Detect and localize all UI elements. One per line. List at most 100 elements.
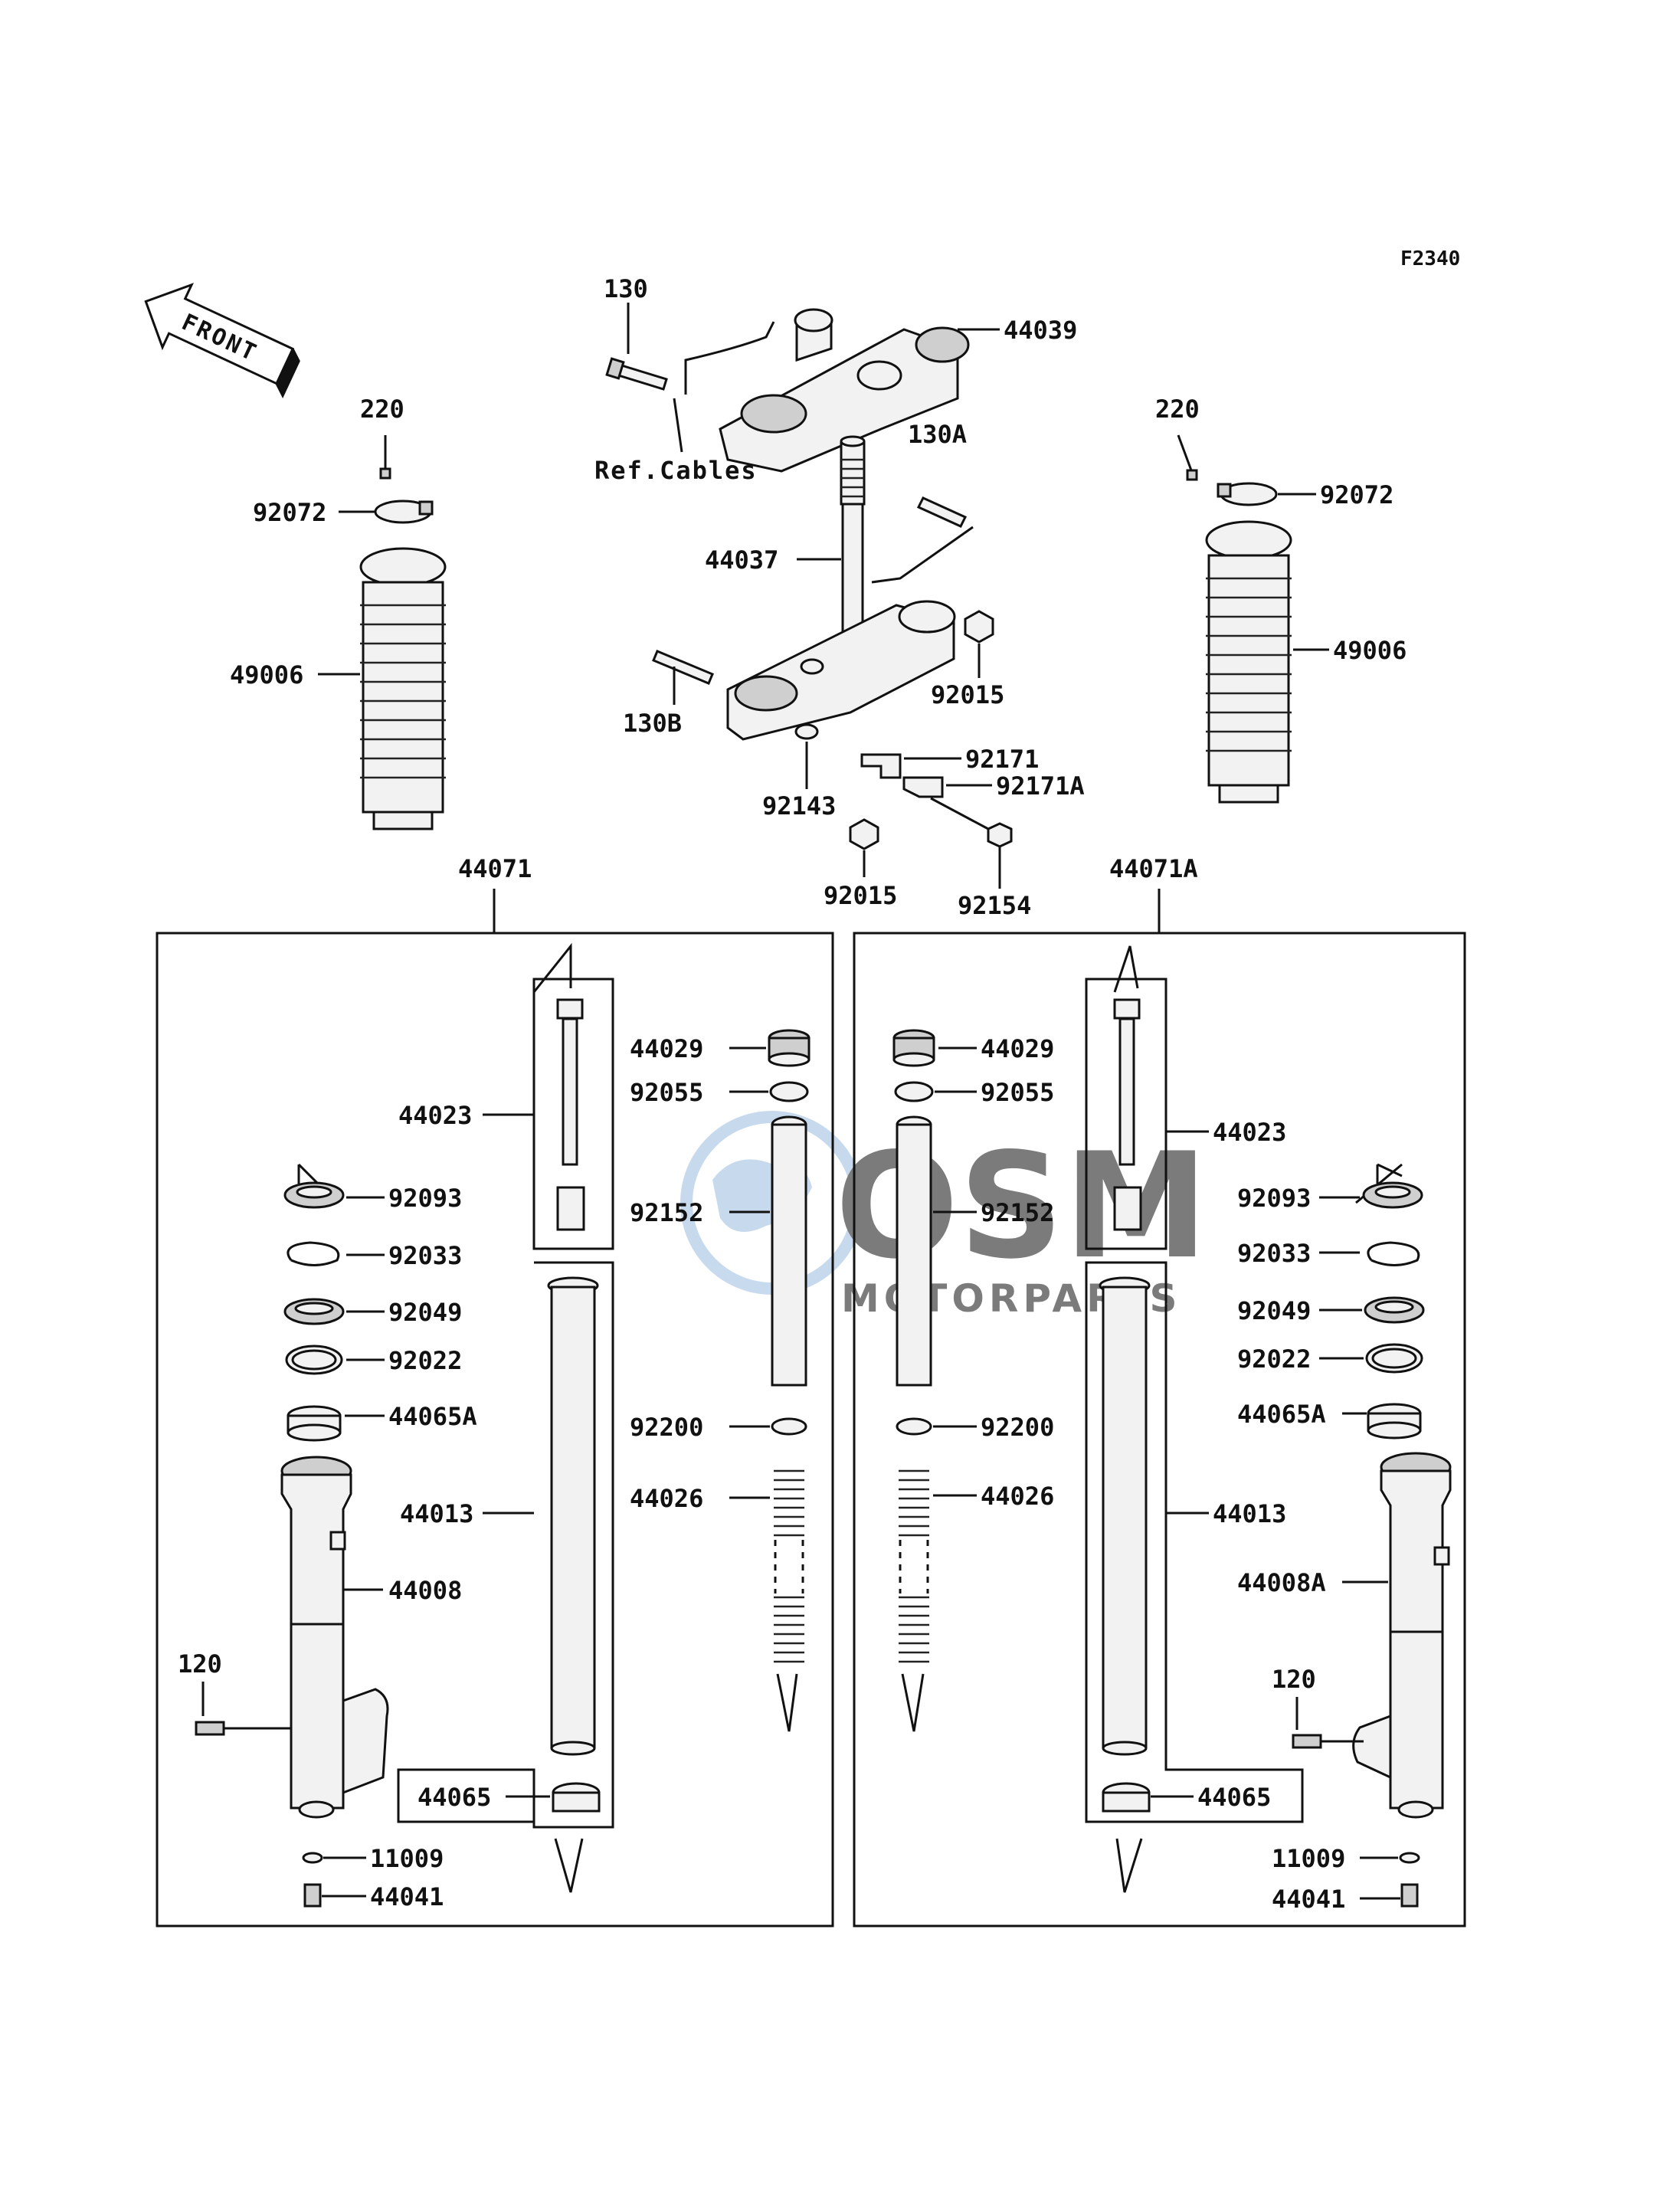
left-bolt-44041	[303, 1883, 322, 1908]
right-collar-92152	[896, 1115, 932, 1387]
screw-220-right	[1177, 434, 1198, 481]
right-washer-92022	[1365, 1343, 1423, 1374]
label-92152-left: 92152	[630, 1198, 703, 1227]
clamp-92171	[860, 753, 902, 779]
label-44041-right: 44041	[1272, 1885, 1345, 1914]
label-92015-bottom: 92015	[824, 881, 897, 910]
label-44037: 44037	[705, 545, 778, 575]
label-130A: 130A	[908, 420, 967, 449]
label-92093-right: 92093	[1237, 1184, 1311, 1213]
left-collar-92152	[771, 1115, 807, 1387]
left-damper-44023	[532, 942, 614, 1250]
left-bushing-44065A	[287, 1405, 342, 1442]
left-cap-44029	[768, 1029, 811, 1067]
left-fork-assembly-box	[156, 932, 834, 1928]
label-44065A-right: 44065A	[1237, 1400, 1326, 1429]
screw-220-left	[379, 435, 391, 480]
label-44065A-left: 44065A	[388, 1402, 477, 1431]
label-44039: 44039	[1004, 316, 1077, 345]
bolt-130	[605, 357, 668, 391]
label-44071: 44071	[458, 854, 532, 883]
right-bolt-44041	[1400, 1883, 1419, 1908]
bolt-92154	[987, 822, 1013, 848]
right-bushing-44065A	[1367, 1403, 1422, 1439]
nut-92015-bottom	[849, 818, 879, 850]
label-92022-left: 92022	[388, 1346, 462, 1375]
lower-bracket	[726, 600, 956, 741]
left-outer-tube-44008	[280, 1456, 389, 1819]
label-92033-left: 92033	[388, 1241, 462, 1270]
label-130: 130	[604, 274, 648, 303]
label-44023-left: 44023	[398, 1101, 472, 1130]
left-gasket-11009	[302, 1852, 323, 1864]
right-outer-tube-44008A	[1352, 1452, 1452, 1819]
label-92049-right: 92049	[1237, 1296, 1311, 1325]
label-11009-left: 11009	[370, 1844, 444, 1873]
right-oil-seal-92049	[1364, 1296, 1425, 1324]
bolt-130A	[916, 496, 968, 528]
right-dust-seal-92093	[1362, 1181, 1423, 1209]
label-92171A: 92171A	[996, 771, 1085, 801]
left-oil-seal-92049	[283, 1298, 345, 1325]
label-92055-right: 92055	[981, 1078, 1054, 1107]
left-washer-92200	[771, 1417, 807, 1436]
fork-boot-49006-left	[359, 547, 447, 830]
label-49006-left: 49006	[230, 660, 303, 689]
right-cap-44029	[892, 1029, 935, 1067]
label-44065-right: 44065	[1197, 1783, 1271, 1812]
label-92055-left: 92055	[630, 1078, 703, 1107]
label-92200-left: 92200	[630, 1413, 703, 1442]
washer-92143	[794, 723, 819, 740]
label-92171: 92171	[965, 745, 1039, 774]
right-spring-44026	[899, 1469, 929, 1732]
nut-92015-top	[964, 610, 994, 644]
upper-bracket-44039	[684, 308, 970, 473]
label-92152-right: 92152	[981, 1198, 1054, 1227]
label-120-left: 120	[178, 1649, 222, 1679]
label-92033-right: 92033	[1237, 1239, 1311, 1268]
label-92154: 92154	[958, 891, 1031, 920]
label-92022-right: 92022	[1237, 1345, 1311, 1374]
ref-cables-note: Ref.Cables	[594, 456, 758, 485]
label-44008-left: 44008	[388, 1576, 462, 1605]
right-gasket-11009	[1399, 1852, 1420, 1864]
label-11009-right: 11009	[1272, 1844, 1345, 1873]
label-44029-right: 44029	[981, 1034, 1054, 1063]
front-arrow-icon: FRONT	[144, 283, 300, 399]
right-bushing-44065	[1102, 1782, 1151, 1813]
label-44026-right: 44026	[981, 1482, 1054, 1511]
clamp-92171A	[902, 776, 944, 798]
label-92143: 92143	[762, 791, 836, 820]
left-spring-44026	[774, 1469, 804, 1732]
label-120-right: 120	[1272, 1665, 1316, 1694]
diagram-code: F2340	[1400, 247, 1460, 270]
label-220-right: 220	[1155, 395, 1200, 424]
label-44065-left: 44065	[418, 1783, 491, 1812]
right-oring-92055	[894, 1081, 934, 1102]
left-bolt-120	[195, 1721, 291, 1736]
right-washer-92200	[896, 1417, 932, 1436]
right-inner-tube-44013	[1085, 1261, 1304, 1823]
label-92200-right: 92200	[981, 1413, 1054, 1442]
label-220-left: 220	[360, 395, 404, 424]
label-44071A: 44071A	[1109, 854, 1198, 883]
right-retaining-ring-92033	[1367, 1241, 1420, 1266]
left-dust-seal-92093	[283, 1181, 345, 1209]
label-92049-left: 92049	[388, 1298, 462, 1327]
left-inner-tube-44013	[397, 1261, 614, 1829]
left-retaining-ring-92033	[287, 1241, 340, 1266]
label-44023-right: 44023	[1213, 1118, 1286, 1147]
left-oring-92055	[769, 1081, 809, 1102]
left-washer-92022	[285, 1345, 343, 1375]
left-bushing-44065	[552, 1782, 601, 1813]
fork-boot-49006-right	[1205, 520, 1292, 804]
label-92015-top: 92015	[931, 680, 1004, 709]
right-fork-assembly-box	[853, 932, 1466, 1928]
label-44008A-right: 44008A	[1237, 1568, 1326, 1597]
label-130B: 130B	[623, 709, 682, 738]
label-44013-right: 44013	[1213, 1499, 1286, 1528]
right-damper-44023	[1085, 945, 1167, 1250]
label-92072-right: 92072	[1320, 480, 1393, 509]
